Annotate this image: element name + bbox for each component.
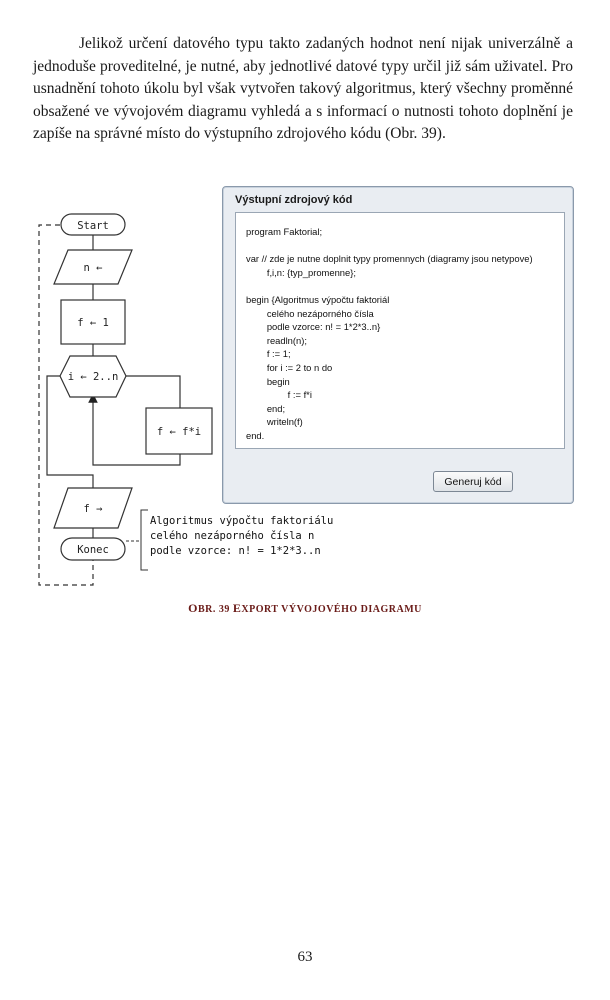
caption-prefix: BR. 39	[197, 604, 233, 615]
input-parallelogram	[53, 249, 133, 285]
code-line	[246, 239, 556, 253]
code-line: podle vzorce: n! = 1*2*3..n}	[246, 321, 381, 333]
window-title: Výstupní zdrojový kód	[235, 194, 353, 206]
loop-hexagon	[59, 355, 127, 398]
start-terminal	[60, 213, 126, 236]
output-label: f →	[84, 503, 103, 515]
init-process	[60, 299, 126, 345]
start-label: Start	[77, 220, 109, 232]
paragraph-line: výstupního zdrojového kódu (Obr. 39).	[203, 125, 446, 142]
input-label: n ←	[84, 262, 103, 274]
comment-bracket	[140, 509, 148, 571]
comment-line: Algoritmus výpočtu faktoriálu	[150, 515, 334, 527]
caption-rest: XPORT VÝVOJOVÉHO DIAGRAMU	[241, 604, 422, 615]
page-number: 63	[297, 949, 313, 965]
source-code-window: Výstupní zdrojový kód program Faktorial;…	[222, 186, 574, 504]
paragraph-line: vyhledá a s informací o nutnosti tohoto …	[33, 102, 573, 143]
code-line: end;	[246, 402, 286, 414]
body-paragraph: Jelikož určení datového typu takto zadan…	[33, 33, 573, 146]
code-line: readln(n);	[246, 334, 307, 346]
end-terminal	[60, 537, 126, 561]
caption-initial: O	[188, 601, 198, 615]
code-line: begin	[246, 375, 290, 387]
code-line: writeln(f)	[246, 416, 303, 428]
dashed-frame	[38, 224, 94, 586]
output-parallelogram	[53, 487, 133, 529]
generate-code-button[interactable]: Generuj kód	[433, 471, 513, 492]
paragraph-line: Jelikož určení datového typu takto zadan…	[79, 35, 483, 52]
connector	[125, 375, 181, 408]
code-line: f := 1;	[246, 348, 291, 360]
code-line: end.	[246, 429, 265, 441]
code-line	[246, 279, 556, 293]
paragraph-line: algoritmus, který všechny proměnné obsaž…	[33, 80, 573, 120]
loop-label: i ← 2..n	[68, 371, 119, 383]
flowchart: Start n ← f ← 1 i ← 2..n f ← f*i f → Kon…	[38, 213, 213, 586]
comment-line: celého nezáporného čísla n	[150, 530, 315, 542]
code-line: for i := 2 to n do	[246, 361, 333, 373]
code-line: celého nezáporného čísla	[246, 307, 374, 319]
flowchart-comment: Algoritmus výpočtu faktoriálu celého nezá…	[150, 514, 333, 559]
code-line: begin {Algoritmus výpočtu faktoriál	[246, 293, 390, 305]
end-label: Konec	[77, 544, 109, 556]
code-textarea[interactable]: program Faktorial; var // zde je nutne d…	[235, 212, 565, 449]
loop-back-arrow	[88, 393, 181, 466]
paragraph-line: již sám uživatel. Pro usnadnění tohoto ú…	[33, 57, 573, 98]
connector	[46, 375, 94, 488]
body-process	[145, 407, 213, 455]
code-line: f := f*i	[246, 389, 312, 401]
figure-caption: OBR. 39 EXPORT VÝVOJOVÉHO DIAGRAMU	[0, 601, 610, 616]
caption-word-initial: E	[232, 601, 242, 615]
body-label: f ← f*i	[157, 426, 201, 438]
paragraph-line: univerzálně a jednoduše proveditelné, je…	[33, 35, 574, 75]
init-label: f ← 1	[77, 317, 109, 329]
code-line: program Faktorial;	[246, 226, 323, 237]
code-line: f,i,n: {typ_promenne};	[246, 266, 356, 278]
code-line: var // zde je nutne doplnit typy promenn…	[246, 253, 533, 265]
comment-line: podle vzorce: n! = 1*2*3..n	[150, 545, 321, 557]
